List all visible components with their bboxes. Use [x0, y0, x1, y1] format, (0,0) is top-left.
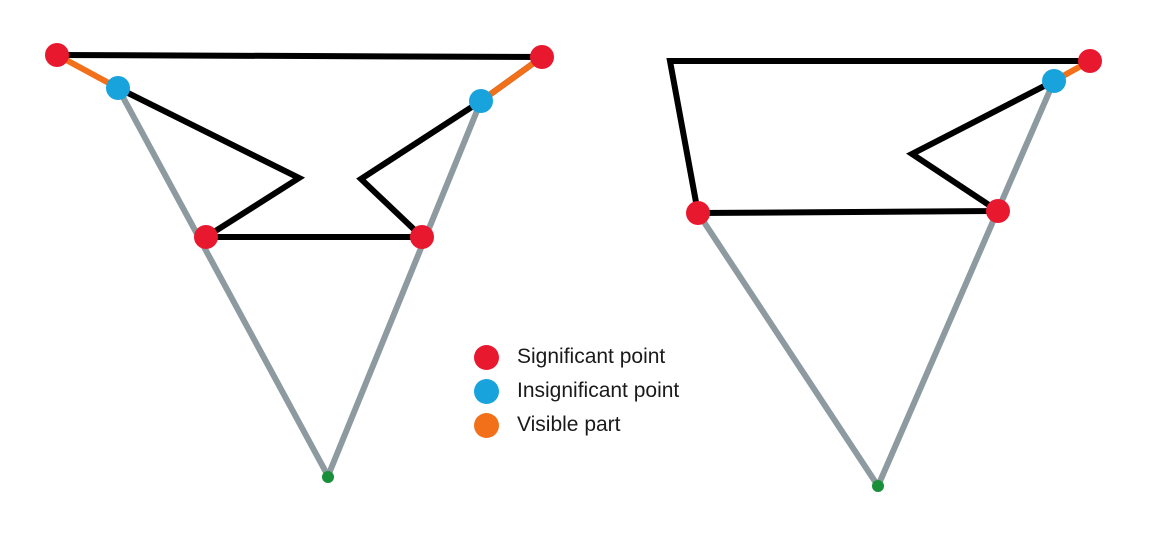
left-insignificant-point-right [469, 89, 493, 113]
right-observer-point [872, 480, 884, 492]
left-significant-point-bottom-right [410, 225, 434, 249]
legend-label: Visible part [517, 413, 621, 436]
left-insignificant-point-left [106, 76, 130, 100]
right-polygon [666, 58, 1090, 217]
left-significant-point-top-left [45, 43, 69, 67]
right-significant-point-bottom-left [686, 201, 710, 225]
left-visible-part-right [478, 54, 545, 104]
right-sightline-right [875, 78, 1057, 489]
right-significant-point-top-right [1078, 49, 1102, 73]
right-sightline-left [695, 210, 881, 489]
right-insignificant-point [1042, 69, 1066, 93]
legend-item-insignificant: Insignificant point [474, 374, 679, 408]
red-dot-icon [474, 344, 499, 370]
left-figure [45, 43, 554, 483]
left-observer-point [322, 471, 334, 483]
right-significant-point-bottom-right [986, 199, 1010, 223]
right-figure [666, 49, 1102, 492]
left-sightline-right [325, 98, 484, 479]
left-sightline-left [115, 85, 331, 479]
left-significant-point-top-right [530, 45, 554, 69]
legend: Significant point Insignificant point Vi… [474, 340, 679, 442]
legend-item-visible: Visible part [474, 408, 679, 442]
blue-dot-icon [474, 378, 499, 404]
left-significant-point-bottom-left [194, 225, 218, 249]
left-polygon [56, 52, 552, 240]
legend-label: Insignificant point [517, 379, 680, 402]
orange-dot-icon [474, 412, 499, 438]
legend-label: Significant point [517, 345, 666, 368]
legend-item-significant: Significant point [474, 340, 679, 374]
